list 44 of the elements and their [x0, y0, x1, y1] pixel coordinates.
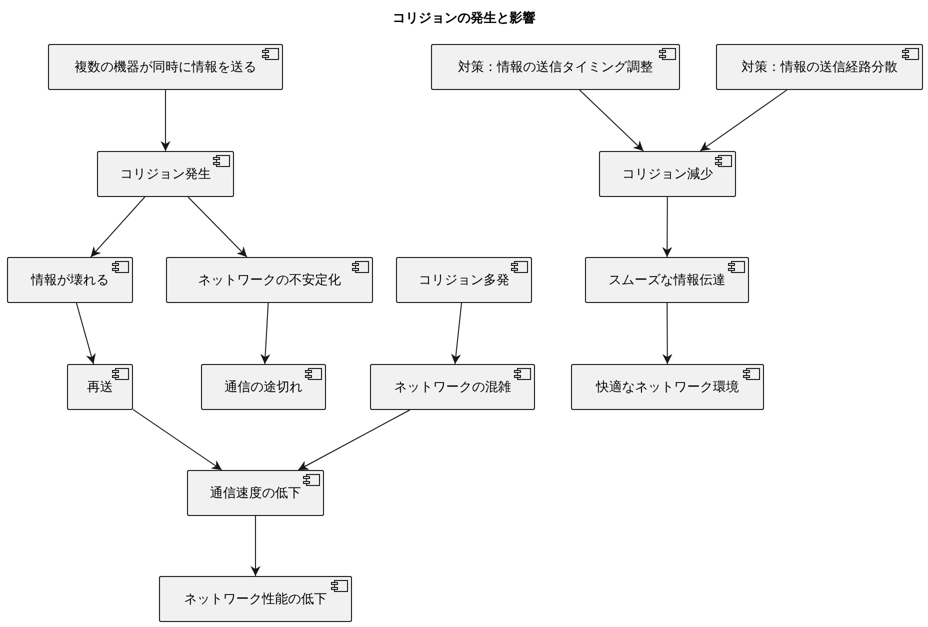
arrow: [90, 196, 146, 258]
component-box: [166, 257, 373, 303]
arrow: [700, 90, 788, 152]
arrow: [298, 410, 410, 470]
diagram-title: コリジョンの発生と影響: [392, 10, 536, 27]
component-label: 通信速度の低下: [210, 485, 301, 502]
component-label: 情報が壊れる: [31, 272, 109, 289]
arrow: [188, 196, 248, 258]
component-box: [370, 364, 535, 410]
component-label: 再送: [87, 379, 113, 396]
arrow: [250, 516, 260, 576]
component-box: [67, 364, 133, 410]
component-box: [48, 44, 283, 90]
component-label: スムーズな情報伝達: [608, 272, 726, 289]
component-label: コリジョン発生: [120, 166, 211, 183]
arrow: [76, 302, 96, 364]
component-box: [201, 364, 326, 410]
arrow: [260, 302, 270, 364]
component-label: 対策：情報の送信経路分散: [742, 59, 898, 76]
arrow: [451, 302, 462, 364]
component-box: [431, 44, 680, 90]
arrow: [662, 302, 672, 364]
component-label: 対策：情報の送信タイミング調整: [458, 59, 653, 76]
arrow: [160, 90, 170, 152]
arrow: [662, 196, 672, 258]
component-box: [187, 470, 324, 516]
component-box: [599, 151, 736, 197]
component-box: [97, 151, 234, 197]
component-box: [159, 576, 352, 622]
component-label: ネットワーク性能の低下: [184, 591, 327, 608]
component-label: ネットワークの不安定化: [198, 272, 341, 289]
component-label: コリジョン減少: [622, 166, 713, 183]
component-box: [585, 257, 749, 303]
component-box: [7, 257, 133, 303]
component-label: 複数の機器が同時に情報を送る: [74, 59, 256, 76]
component-label: 快適なネットワーク環境: [596, 379, 739, 396]
component-label: 通信の途切れ: [224, 379, 302, 396]
component-box: [396, 257, 532, 303]
arrow: [132, 409, 222, 470]
component-label: コリジョン多発: [418, 272, 510, 289]
arrow: [579, 90, 644, 152]
component-box: [716, 44, 923, 90]
component-label: ネットワークの混雑: [394, 379, 511, 396]
component-box: [571, 364, 764, 410]
